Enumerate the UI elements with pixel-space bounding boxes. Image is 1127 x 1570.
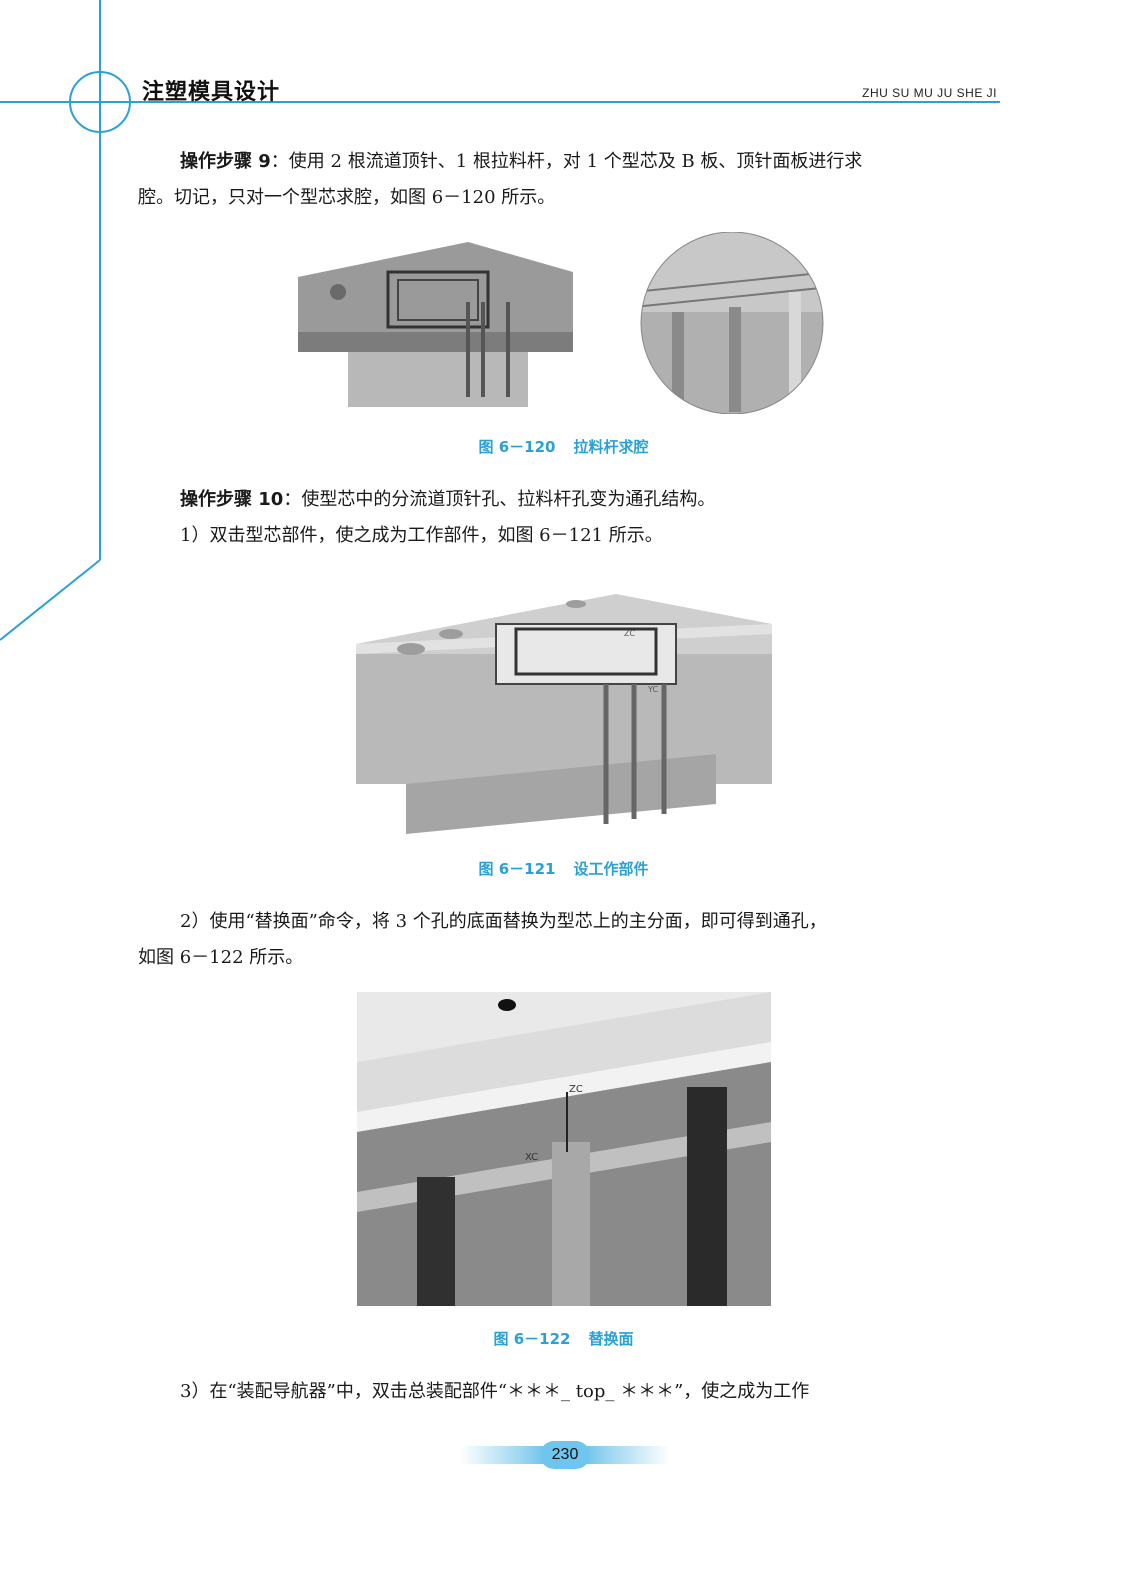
- step9-paragraph: 操作步骤 9：使用 2 根流道顶针、1 根拉料杆，对 1 个型芯及 B 板、顶针…: [138, 144, 994, 216]
- figure-6-120-title: 拉料杆求腔: [573, 438, 649, 456]
- page-number: 230: [540, 1441, 590, 1469]
- step10-label: 操作步骤 10: [180, 489, 284, 510]
- item3-paragraph: 3）在“装配导航器”中，双击总装配部件“＊＊＊_ top_ ＊＊＊”，使之成为工…: [138, 1374, 994, 1410]
- step9-label: 操作步骤 9: [180, 151, 271, 172]
- figure-6-122-title: 替换面: [588, 1330, 634, 1348]
- figure-6-120-number: 图 6－120: [478, 438, 556, 456]
- figure-6-121-caption: 图 6－121 设工作部件: [0, 858, 1127, 879]
- step9-text-line2: 腔。切记，只对一个型芯求腔，如图 6－120 所示。: [138, 187, 556, 208]
- item1-text: 1）双击型芯部件，使之成为工作部件，如图 6－121 所示。: [180, 525, 663, 546]
- figure-6-122-caption: 图 6－122 替换面: [0, 1328, 1127, 1349]
- item2-line1: 2）使用“替换面”命令，将 3 个孔的底面替换为型芯上的主分面，即可得到通孔，: [180, 911, 827, 932]
- figure-6-121-image: ZC YC: [356, 594, 772, 838]
- item2-line2: 如图 6－122 所示。: [138, 947, 304, 968]
- fig122-xc-label: XC: [525, 1152, 538, 1163]
- figure-6-122-number: 图 6－122: [493, 1330, 571, 1348]
- step9-text-line1: ：使用 2 根流道顶针、1 根拉料杆，对 1 个型芯及 B 板、顶针面板进行求: [270, 151, 863, 172]
- item3-text: 3）在“装配导航器”中，双击总装配部件“＊＊＊_ top_ ＊＊＊”，使之成为工…: [180, 1381, 810, 1402]
- header-title: 注塑模具设计: [142, 80, 281, 105]
- figure-6-121-number: 图 6－121: [478, 860, 556, 878]
- header-pinyin: ZHU SU MU JU SHE JI: [862, 86, 997, 100]
- figure-6-120-mold-image: [298, 232, 578, 414]
- figure-6-122-image: ZC XC: [357, 992, 771, 1306]
- figure-6-121-title: 设工作部件: [573, 860, 649, 878]
- fig122-zc-label: ZC: [569, 1084, 583, 1095]
- step10-paragraph: 操作步骤 10：使型芯中的分流道顶针孔、拉料杆孔变为通孔结构。 1）双击型芯部件…: [138, 482, 994, 554]
- fig121-zc-label: ZC: [624, 629, 635, 638]
- item2-paragraph: 2）使用“替换面”命令，将 3 个孔的底面替换为型芯上的主分面，即可得到通孔， …: [138, 904, 994, 976]
- step10-text: ：使型芯中的分流道顶针孔、拉料杆孔变为通孔结构。: [283, 489, 716, 510]
- fig121-yc-label: YC: [647, 685, 658, 694]
- figure-6-120-caption: 图 6－120 拉料杆求腔: [0, 436, 1127, 457]
- figure-6-120-detail-image: [634, 231, 830, 415]
